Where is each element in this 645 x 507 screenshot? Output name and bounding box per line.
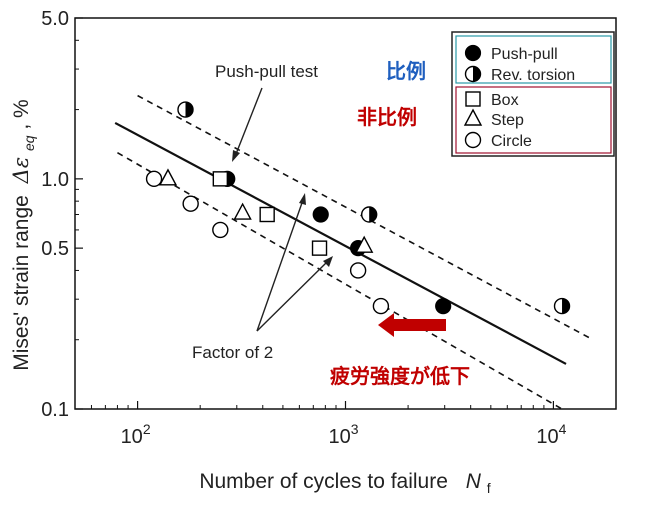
annotation-push-pull-arrowhead [232, 150, 240, 162]
circle-point [212, 221, 229, 239]
x-axis-subscript: f [487, 480, 491, 496]
rev-torsion-point [553, 297, 571, 315]
y-axis-symbol: Δε [9, 157, 33, 184]
y-tick-label: 1.0 [41, 169, 69, 191]
legend-label: Box [491, 92, 519, 109]
legend-item: Rev. torsion [464, 65, 575, 84]
fit-line [114, 121, 567, 365]
y-axis-subscript: eq [21, 135, 37, 151]
legend-group-proportional-frame [455, 35, 612, 84]
annotation-push-pull-pointer [235, 87, 263, 155]
push-pull-point [435, 297, 452, 315]
x-tick-label: 102 [121, 421, 151, 448]
annotation-push-pull-test: Push-pull test [215, 62, 318, 162]
legend-marker [464, 131, 482, 149]
data-markers [145, 101, 571, 315]
rev-torsion-point [360, 206, 378, 223]
legend-item: Circle [464, 131, 532, 150]
x-tick-label: 104 [536, 421, 566, 448]
rev-torsion-point [177, 101, 194, 118]
annotation-factor-of-2: Factor of 2 [192, 193, 333, 362]
legend-group-nonproportional-frame [455, 86, 612, 154]
annotation-push-pull-label: Push-pull test [215, 62, 318, 81]
y-axis-unit: , % [10, 99, 33, 129]
annotation-factor-arrowhead-lower [323, 256, 333, 267]
box-point [212, 171, 229, 187]
box-point [259, 206, 275, 223]
step-point [355, 235, 374, 253]
step-point [233, 202, 252, 220]
x-axis-label: Number of cycles to failure [199, 470, 448, 493]
annotation-factor-pointer-upper [256, 199, 304, 332]
axis-ticks: 102 103 104 0.1 0.5 1.0 5.0 [41, 8, 617, 448]
y-tick-label: 5.0 [41, 8, 69, 30]
legend-group-proportional-label: 比例 [386, 59, 426, 83]
x-axis-symbol: N [466, 470, 482, 493]
annotation-factor-pointer-lower [256, 261, 328, 332]
y-axis-label: Mises' strain range [10, 195, 33, 371]
y-tick-label: 0.1 [41, 399, 69, 421]
legend-group-nonproportional-label: 非比例 [357, 105, 417, 129]
lower-factor-line [117, 151, 563, 409]
push-pull-point [312, 206, 329, 223]
box-point [311, 240, 328, 256]
circle-point [372, 297, 390, 315]
legend-item: Push-pull [464, 44, 558, 63]
legend-marker [465, 91, 481, 107]
circle-point [182, 195, 199, 212]
legend-item: Step [463, 108, 524, 129]
legend-label: Circle [491, 133, 532, 150]
legend-marker [463, 108, 483, 126]
fatigue-callout: 疲労強度が低下 [330, 313, 470, 388]
x-axis-title: Number of cycles to failure N f [199, 470, 490, 496]
legend-label: Step [491, 112, 524, 129]
legend-item: Box [465, 91, 519, 109]
callout-left-arrow-icon [378, 313, 446, 337]
y-tick-label: 0.5 [41, 238, 69, 260]
step-point [158, 168, 178, 186]
legend-label: Rev. torsion [491, 67, 575, 84]
annotation-factor-label: Factor of 2 [192, 343, 273, 362]
circle-point [145, 170, 163, 188]
legend-marker [464, 44, 482, 62]
x-tick-label: 103 [328, 421, 358, 448]
svg-text:Mises' strain range Δε: Mises' strain range Δε eq , % [9, 99, 39, 370]
circle-point [349, 262, 367, 279]
legend-marker [464, 65, 482, 83]
legend-label: Push-pull [491, 46, 558, 63]
y-axis-title: Mises' strain range Δε eq , % [9, 99, 39, 370]
annotation-factor-arrowhead-upper [299, 193, 306, 205]
callout-text: 疲労強度が低下 [330, 364, 470, 388]
plot-frame [74, 17, 617, 410]
